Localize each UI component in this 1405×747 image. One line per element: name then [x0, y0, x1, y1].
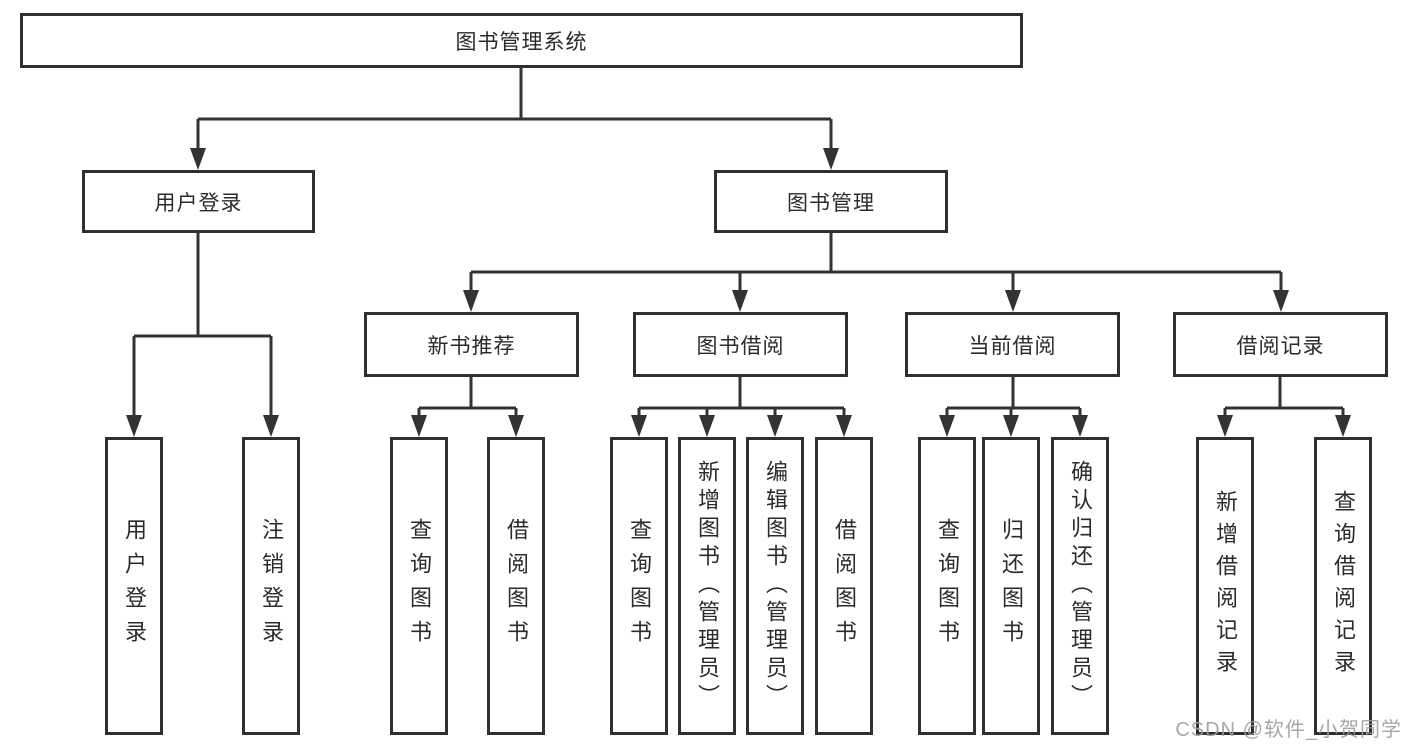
node-borrow-records: 借阅记录	[1173, 312, 1388, 377]
arrow-icon	[823, 148, 839, 170]
connector-book-management-children	[463, 233, 1289, 312]
connector-new-book-recommend-children	[411, 377, 524, 437]
arrow-icon	[1005, 290, 1021, 312]
arrow-icon	[699, 415, 715, 437]
connector-borrow-records-children	[1217, 377, 1351, 437]
arrow-icon	[939, 415, 955, 437]
node-leaf-confirm-return-admin: 确认归还（管理员）	[1051, 437, 1109, 735]
arrow-icon	[126, 415, 142, 437]
node-leaf-query-books-1: 查询图书	[390, 437, 448, 735]
node-leaf-query-books-2: 查询图书	[610, 437, 668, 735]
csdn-watermark: CSDN @软件_小贺同学	[1175, 719, 1402, 741]
arrow-icon	[1217, 415, 1233, 437]
node-new-book-recommend: 新书推荐	[364, 312, 579, 377]
arrow-icon	[263, 415, 279, 437]
node-leaf-logout: 注销登录	[242, 437, 300, 735]
node-current-borrow: 当前借阅	[905, 312, 1120, 377]
arrow-icon	[836, 415, 852, 437]
node-leaf-query-books-3: 查询图书	[918, 437, 976, 735]
arrow-icon	[1273, 290, 1289, 312]
arrow-icon	[190, 148, 206, 170]
arrow-icon	[1003, 415, 1019, 437]
arrow-icon	[631, 415, 647, 437]
arrow-icon	[732, 290, 748, 312]
connector-root-to-level2	[190, 68, 839, 170]
arrow-icon	[508, 415, 524, 437]
arrow-icon	[1335, 415, 1351, 437]
node-leaf-borrow-books-1: 借阅图书	[487, 437, 545, 735]
node-leaf-add-books-admin: 新增图书（管理员）	[678, 437, 736, 735]
node-leaf-edit-books-admin: 编辑图书（管理员）	[746, 437, 804, 735]
node-user-login: 用户登录	[82, 170, 315, 233]
connector-user-login-children	[126, 233, 279, 437]
node-leaf-return-books: 归还图书	[982, 437, 1040, 735]
arrow-icon	[411, 415, 427, 437]
connector-current-borrow-children	[939, 377, 1088, 437]
connector-book-borrow-children	[631, 377, 852, 437]
arrow-icon	[463, 290, 479, 312]
node-leaf-query-borrow-record: 查询借阅记录	[1314, 437, 1372, 735]
node-leaf-add-borrow-record: 新增借阅记录	[1196, 437, 1254, 735]
node-leaf-user-login: 用户登录	[105, 437, 163, 735]
arrow-icon	[767, 415, 783, 437]
node-book-borrow: 图书借阅	[633, 312, 848, 377]
node-leaf-borrow-books-2: 借阅图书	[815, 437, 873, 735]
node-library-management-system: 图书管理系统	[20, 13, 1023, 68]
node-book-management: 图书管理	[714, 170, 948, 233]
arrow-icon	[1072, 415, 1088, 437]
